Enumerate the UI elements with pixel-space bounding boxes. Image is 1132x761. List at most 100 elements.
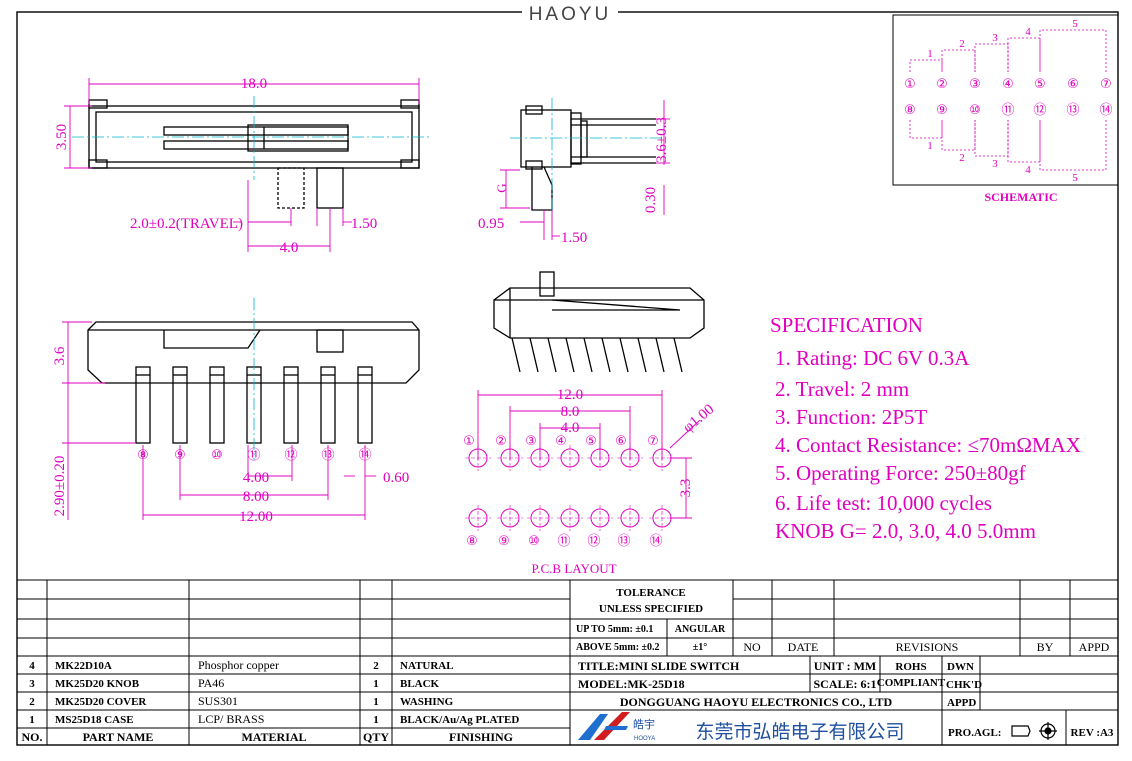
pcb-d1-dim: 12.0: [557, 387, 583, 403]
top-dims: [64, 78, 420, 252]
spec-line-4: 4. Contact Resistance: ≤70mΩMAX: [775, 433, 1081, 457]
schematic-label: 4: [1025, 26, 1031, 38]
schematic-pin: ②: [936, 77, 948, 92]
front-pin-label: ⑨: [174, 448, 186, 463]
top-pitch-dim: 4.0: [280, 240, 299, 256]
pcb-pin-label: ⑬: [617, 534, 630, 549]
rev-header-revisions: REVISIONS: [896, 640, 959, 654]
bom-header-no: NO.: [22, 730, 43, 744]
rev-header-date: DATE: [788, 640, 819, 654]
compliant-label: COMPLIANT: [877, 677, 946, 689]
front-h2-dim: 2.90±0.20: [52, 456, 68, 517]
logo-cn: 皓宇: [633, 718, 655, 731]
pcb-d2-dim: 8.0: [561, 404, 580, 420]
schematic-pin: ④: [1002, 77, 1014, 92]
front-pin: [135, 366, 151, 444]
schematic-label: 2: [959, 152, 965, 164]
front-pin: [283, 366, 299, 444]
tolerance-angular: ANGULAR: [675, 624, 726, 635]
pcb-pin-label: ⑦: [647, 434, 659, 449]
bom-header-material: MATERIAL: [241, 730, 306, 744]
schematic-label: 1: [927, 140, 933, 152]
drawing-title: TITLE:MINI SLIDE SWITCH: [578, 659, 740, 673]
pcb-pin-label: ⑧: [466, 534, 478, 549]
bom-header-part: PART NAME: [83, 730, 154, 744]
table-row: 2: [373, 660, 379, 672]
tolerance-upto: UP TO 5mm: ±0.1: [576, 624, 653, 635]
schematic-pin: ⑫: [1033, 103, 1046, 118]
table-row: BLACK: [400, 678, 440, 690]
schematic-pin: ⑪: [1001, 103, 1014, 118]
table-row: 1: [29, 714, 35, 726]
schematic-contact: [974, 43, 1009, 72]
pcb-dims: [477, 390, 701, 519]
brand-title: HAOYU: [529, 4, 612, 25]
schematic-contact: [941, 120, 976, 151]
schematic-label: 5: [1072, 18, 1078, 30]
table-row: BLACK/Au/Ag PLATED: [400, 714, 519, 726]
front-d1-dim: 4.00: [243, 470, 269, 486]
schematic-contact: [941, 49, 976, 72]
schematic-pin: ③: [969, 77, 981, 92]
schematic-contact: [909, 120, 943, 139]
pcb-pin-label: ①: [463, 434, 475, 449]
table-row: NATURAL: [400, 660, 454, 672]
front-d2-dim: 8.00: [243, 489, 269, 505]
schematic-contact: [974, 120, 1009, 157]
side-thick-dim: 0.30: [643, 187, 659, 213]
top-centerlines: [72, 96, 432, 180]
logo-en: HOOYA: [634, 736, 655, 742]
table-row: 1: [373, 696, 379, 708]
spec-line-3: 3. Function: 2P5T: [775, 405, 927, 429]
front-dims: [62, 321, 376, 520]
front-pin: [357, 366, 373, 444]
pcb-pin-label: ⑨: [498, 534, 510, 549]
schematic-contact: [1007, 120, 1041, 163]
side-w2-dim: 1.50: [561, 230, 587, 246]
schematic-label: 5: [1072, 172, 1078, 184]
spec-line-7: KNOB G= 2.0, 3.0, 4.0 5.0mm: [775, 519, 1036, 543]
schematic-pin: ⑤: [1034, 77, 1046, 92]
table-row: SUS301: [198, 694, 238, 708]
table-row: 1: [373, 678, 379, 690]
dwn-label: DWN: [947, 661, 974, 673]
pcb-row-dim: 3.3: [678, 479, 694, 498]
front-pin: [209, 366, 225, 444]
pcb-pin-label: ⑪: [557, 534, 570, 549]
schematic-label: 1: [927, 48, 933, 60]
table-row: PA46: [198, 676, 224, 690]
drawing-unit: UNIT : MM: [814, 659, 876, 673]
table-row: MK25D20 COVER: [55, 696, 147, 708]
pcb-pin-label: ③: [525, 434, 537, 449]
front-pin-label: ⑧: [137, 448, 149, 463]
schematic-contact: [1039, 29, 1107, 72]
company-en: DONGGUANG HAOYU ELECTRONICS CO., LTD: [620, 695, 893, 709]
tolerance-angular-val: ±1°: [693, 642, 708, 653]
schematic-contact: [1007, 37, 1041, 72]
table-row: LCP/ BRASS: [198, 712, 264, 726]
iso-view: [493, 271, 705, 373]
side-centerlines: [510, 98, 662, 225]
schematic-pin: ⑭: [1099, 103, 1112, 118]
table-row: MK25D20 KNOB: [55, 678, 140, 690]
bom-rows: 4 MK22D10A Phosphor copper 2 NATURAL 3 M…: [29, 658, 519, 726]
drawing-model: MODEL:MK-25D18: [578, 677, 685, 691]
front-pin-label: ⑫: [284, 448, 297, 463]
schematic-pin: ⑧: [904, 103, 916, 118]
front-h1-dim: 3.6: [52, 346, 68, 365]
top-width-dim: 18.0: [241, 76, 267, 92]
schematic-label: 4: [1025, 164, 1031, 176]
rohs-label: ROHS: [895, 661, 926, 673]
pcb-pin-label: ⑫: [587, 534, 600, 549]
table-row: Phosphor copper: [198, 658, 279, 672]
pcb-pin-label: ④: [555, 434, 567, 449]
pcb-pin-label: ⑥: [615, 434, 627, 449]
table-row: 2: [29, 696, 35, 708]
bom-header-finishing: FINISHING: [449, 730, 513, 744]
table-row: MS25D18 CASE: [55, 714, 134, 726]
spec-line-6: 6. Life test: 10,000 cycles: [775, 491, 992, 515]
schematic-pin: ⑨: [936, 103, 948, 118]
